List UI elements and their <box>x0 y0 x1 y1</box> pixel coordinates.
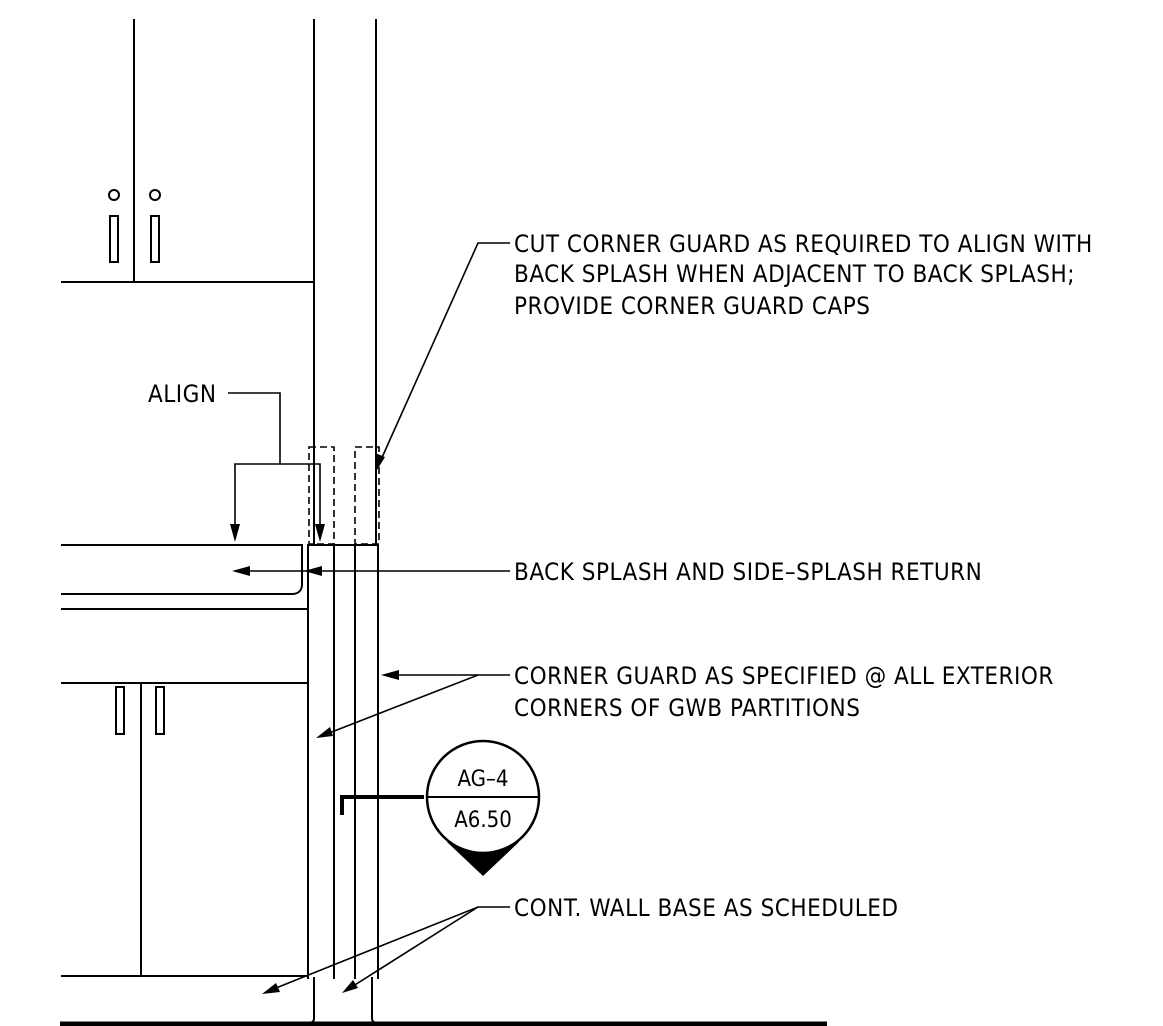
note-cut-corner-guard-line1: CUT CORNER GUARD AS REQUIRED TO ALIGN WI… <box>514 230 1093 258</box>
detail-number: AG–4 <box>458 767 509 792</box>
note-cut-corner-guard-line2: BACK SPLASH WHEN ADJACENT TO BACK SPLASH… <box>514 260 1075 288</box>
note-corner-guard-line1: CORNER GUARD AS SPECIFIED @ ALL EXTERIOR <box>514 662 1054 690</box>
note-back-splash: BACK SPLASH AND SIDE–SPLASH RETURN <box>514 558 982 586</box>
cabinet-handle-icon <box>115 686 125 735</box>
note-align: ALIGN <box>148 380 217 408</box>
arrowhead-icon <box>230 524 240 542</box>
countertop <box>61 544 309 610</box>
arrowhead-icon <box>232 566 250 576</box>
leader-align <box>228 392 325 542</box>
cabinet-knob-icon <box>149 189 161 201</box>
note-wall-base: CONT. WALL BASE AS SCHEDULED <box>514 894 899 922</box>
leader-detail-tag <box>340 795 424 815</box>
leader-back-splash <box>232 566 510 576</box>
arrowhead-icon <box>304 566 322 576</box>
arrowhead-icon <box>342 980 358 993</box>
leader-cut-corner-guard <box>375 242 510 470</box>
arrowhead-icon <box>315 524 325 542</box>
wall-base <box>307 977 379 1025</box>
note-corner-guard-line2: CORNERS OF GWB PARTITIONS <box>514 694 860 722</box>
detail-callout-tag: AG–4 A6.50 <box>425 739 541 876</box>
cabinet-handle-icon <box>109 215 119 263</box>
arrowhead-icon <box>316 727 333 738</box>
cabinet-handle-icon <box>155 686 165 735</box>
arrowhead-icon <box>381 670 399 680</box>
base-cabinet <box>61 682 309 977</box>
sheet-number: A6.50 <box>454 808 512 833</box>
leader-wall-base <box>262 906 510 994</box>
cabinet-knob-icon <box>108 189 120 201</box>
arrowhead-icon <box>262 983 280 994</box>
cabinet-handle-icon <box>150 215 160 263</box>
leader-corner-guard <box>316 670 510 738</box>
upper-cabinet <box>61 19 315 283</box>
arrowhead-icon <box>375 453 385 470</box>
corner-guard <box>307 544 379 979</box>
note-cut-corner-guard-line3: PROVIDE CORNER GUARD CAPS <box>514 292 870 320</box>
